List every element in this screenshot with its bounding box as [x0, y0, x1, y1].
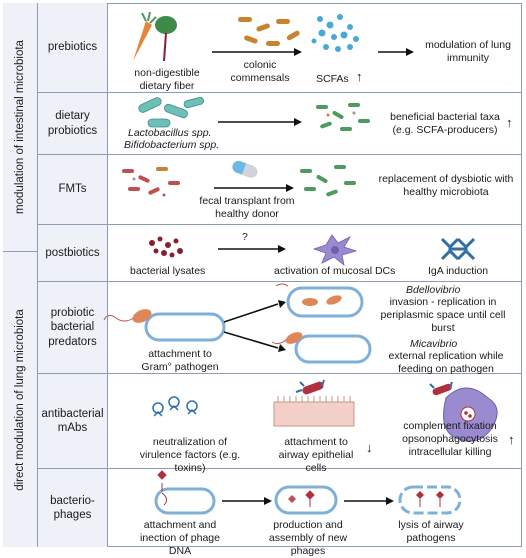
production-label: production and assembly of new phages	[268, 519, 348, 558]
dc-activation-label: activation of mucosal DCs	[274, 265, 396, 277]
fecal-transplant-label: fecal transplant from healthy donor	[199, 195, 295, 221]
phages-graphic	[154, 470, 462, 515]
phage-attach-icon	[154, 470, 216, 515]
row-dietary-probiotics: dietary probiotics Lactobacillus spp. Bi…	[38, 93, 522, 155]
phage-assembly-icon	[274, 485, 338, 515]
carrot-icon	[133, 11, 157, 61]
row-bacteriophages: bacterio- phages attachment and inection…	[38, 469, 522, 557]
prebiotics-graphic	[133, 11, 414, 62]
pathogen-cell-icon	[103, 309, 226, 342]
healthy-bacteria-icon	[300, 165, 356, 197]
row-label: antibacterial mAbs	[38, 374, 108, 468]
up-arrow: ↑	[506, 115, 513, 130]
question-mark: ?	[242, 231, 248, 243]
bdellovibrio-desc: invasion - replication in periplasmic sp…	[380, 296, 506, 335]
dendritic-cell-icon	[312, 234, 358, 266]
bifidobacterium-label: Bifidobacterium spp.	[124, 139, 220, 151]
row-label: postbiotics	[38, 225, 108, 281]
neutralization-label: neutralization of virulence factors (e.g…	[139, 436, 241, 475]
dysbiotic-bacteria-icon	[122, 167, 180, 197]
mabs-graphic	[152, 379, 498, 442]
lung-immunity-label: modulation of lung immunity	[425, 39, 511, 65]
phagocyte-icon	[429, 381, 498, 442]
fmt-graphic	[122, 160, 356, 197]
lysates-label: bacterial lysates	[130, 265, 206, 277]
attach-inject-label: attachment and inection of phage DNA	[140, 519, 220, 558]
bdellovibrio-label: Bdellovibrio	[406, 284, 461, 296]
fiber-label: non-digestible dietary fiber	[134, 67, 200, 93]
capsule-icon	[232, 160, 258, 178]
iga-antibody-icon	[440, 237, 476, 261]
epithelium-icon	[273, 379, 355, 427]
lactobacillus-label: Lactobacillus spp.	[128, 127, 212, 139]
spinach-icon	[155, 16, 177, 62]
scfa-label: SCFAs	[316, 73, 349, 85]
row-postbiotics: postbiotics ? bacterial lysates activati…	[38, 225, 522, 282]
row-label: FMTs	[38, 155, 108, 224]
attachment-label: attachment to Gram° pathogen	[141, 348, 219, 374]
up-arrow: ↑	[508, 432, 515, 447]
lysis-label: lysis of airway pathogens	[398, 519, 464, 545]
iga-label: IgA induction	[428, 265, 489, 277]
toxin-antibody-icon	[152, 396, 198, 417]
complement-label: complement fixation opsonophagocytosis i…	[402, 420, 498, 459]
commensals-label: colonic commensals	[230, 59, 290, 85]
micavibrio-label: Micavibrio	[410, 338, 458, 350]
postbiotics-graphic	[149, 234, 476, 266]
scfa-dots-icon	[311, 14, 359, 52]
down-arrow: ↓	[366, 440, 373, 455]
lysate-fragments-icon	[149, 236, 183, 258]
airway-attachment-label: attachment to airway epithelial cells	[278, 436, 354, 475]
probiotic-bacteria-icon	[138, 96, 205, 128]
micavibrio-desc: external replication while feeding on pa…	[388, 350, 504, 376]
bdellovibrio-invasion-icon	[275, 283, 364, 318]
probiotics-graphic	[138, 96, 370, 131]
section-lung: direct modulation of lung microbiota	[3, 252, 38, 547]
beneficial-bacteria-icon	[316, 103, 370, 131]
row-label: dietary probiotics	[38, 93, 108, 154]
row-label: prebiotics	[38, 3, 108, 92]
section-intestinal: modulation of intestinal microbiota	[3, 3, 38, 252]
commensal-bacteria-icon	[238, 17, 300, 46]
lysis-icon	[398, 485, 462, 515]
row-label: probiotic bacterial predators	[38, 282, 108, 373]
up-arrow: ↑	[356, 69, 363, 84]
replacement-label: replacement of dysbiotic with healthy mi…	[378, 173, 514, 199]
row-mabs: antibacterial mAbs neutralization of vir…	[38, 374, 522, 474]
row-predators: probiotic bacterial predators attachment…	[38, 282, 522, 376]
micavibrio-feeding-icon	[271, 332, 372, 364]
predators-graphic	[103, 283, 372, 364]
beneficial-taxa-label: beneficial bacterial taxa (e.g. SCFA-pro…	[390, 111, 500, 137]
row-prebiotics: prebiotics non-digestible dietary fiber …	[38, 3, 522, 93]
row-label: bacterio- phages	[38, 469, 108, 547]
row-fmts: FMTs fecal transplant from healthy donor…	[38, 155, 522, 225]
